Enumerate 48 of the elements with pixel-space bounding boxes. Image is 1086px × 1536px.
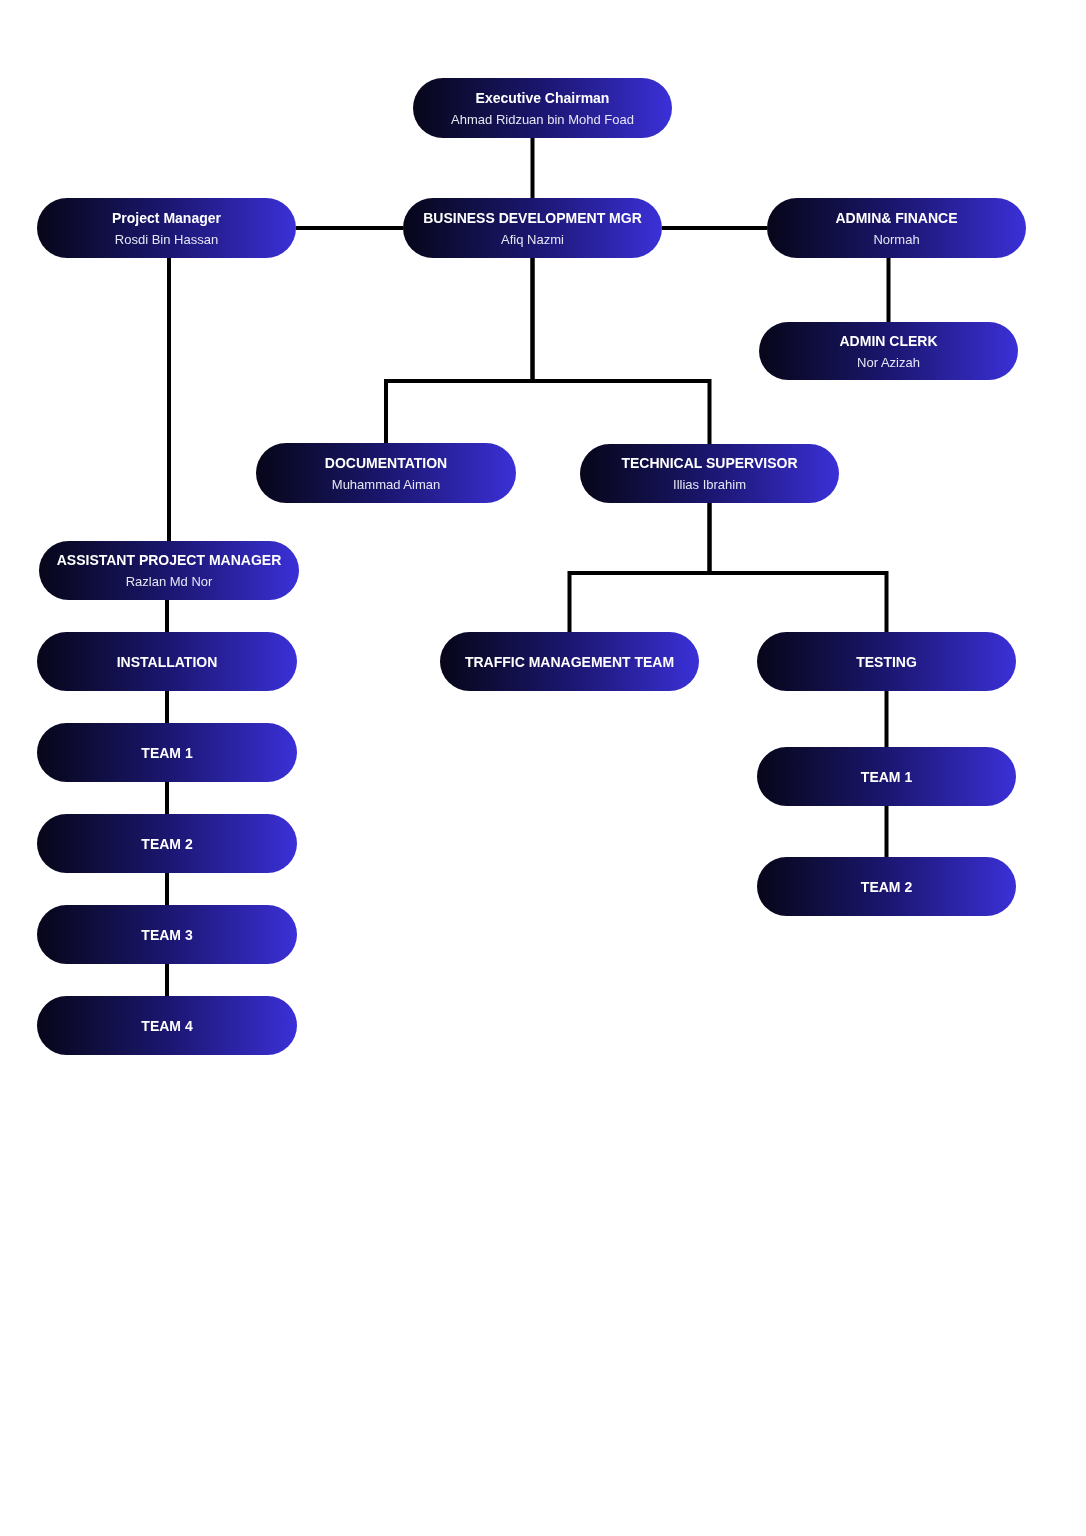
person-name: Muhammad Aiman (331, 477, 441, 491)
role-title: ADMIN& FINANCE (835, 210, 958, 225)
role-title: TECHNICAL SUPERVISOR (621, 456, 798, 470)
role-title: TESTING (856, 654, 917, 669)
role-pill (413, 78, 672, 138)
connector-line (884, 691, 889, 747)
connector-line (165, 964, 169, 996)
connector-line (707, 503, 889, 632)
role-pill (403, 198, 662, 258)
role-pill (767, 198, 1026, 258)
role-pill (256, 443, 516, 503)
role-pill (757, 747, 1016, 806)
role-title: BUSINESS DEVELOPMENT MGR (423, 210, 642, 225)
connector-line (530, 138, 535, 198)
connector-line (165, 873, 169, 905)
role-title: TEAM 2 (860, 879, 913, 894)
connector-line (884, 806, 889, 857)
role-title: TEAM 2 (141, 836, 193, 851)
person-name: Razlan Md Nor (125, 575, 213, 588)
connector-line (167, 258, 171, 541)
role-title: TEAM 4 (141, 1018, 193, 1033)
role-title: TEAM 3 (141, 927, 193, 942)
person-name: Nor Azizah (857, 355, 920, 369)
role-title: DOCUMENTATION (324, 455, 448, 470)
person-name: Rosdi Bin Hassan (114, 232, 219, 246)
person-name: Afiq Nazmi (501, 232, 564, 246)
role-title: INSTALLATION (116, 654, 218, 669)
role-pill (37, 198, 296, 258)
role-title: TEAM 1 (141, 745, 193, 760)
role-pill (759, 322, 1018, 380)
connector-line (662, 226, 767, 230)
role-title: Executive Chairman (475, 90, 610, 105)
role-title: TEAM 1 (860, 769, 913, 784)
role-title: ADMIN CLERK (839, 333, 938, 348)
connector-line (886, 258, 891, 322)
role-pill (757, 632, 1016, 691)
connector-line (165, 782, 169, 814)
role-title: TRAFFIC MANAGEMENT TEAM (464, 654, 675, 669)
connector-line (165, 600, 169, 632)
connector-line (296, 226, 403, 230)
connector-line (165, 691, 169, 723)
role-title: ASSISTANT PROJECT MANAGER (56, 553, 282, 567)
person-name: Normah (873, 232, 920, 246)
role-pill (757, 857, 1016, 916)
person-name: Ahmad Ridzuan bin Mohd Foad (451, 112, 634, 126)
connector-line (530, 258, 712, 444)
person-name: Illias Ibrahim (673, 478, 746, 491)
role-title: Project Manager (112, 210, 221, 225)
